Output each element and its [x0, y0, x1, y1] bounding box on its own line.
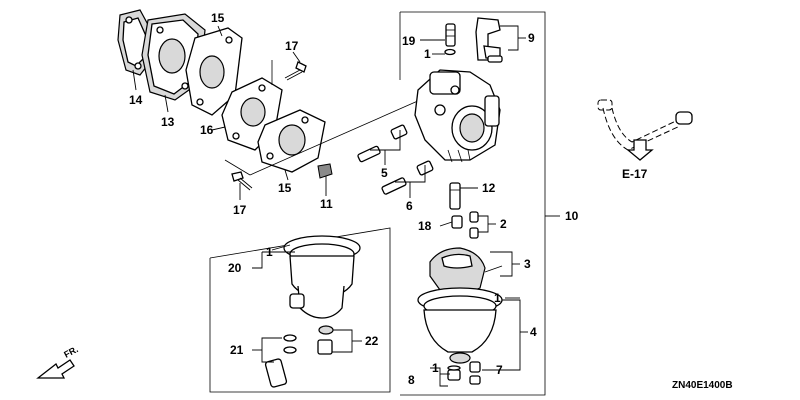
callout-3: 3 [524, 257, 531, 271]
screw-set-7 [469, 361, 481, 385]
jet-set-2 [469, 211, 479, 239]
alignment-lines [224, 60, 421, 176]
callout-1-bottom: 1 [432, 361, 439, 375]
callout-7: 7 [496, 363, 503, 377]
callout-21: 21 [230, 343, 244, 357]
bolt-set-22 [317, 325, 334, 355]
callout-1-float: 1 [494, 291, 501, 305]
carburetor-body [414, 69, 501, 163]
screw-set-6 [381, 160, 434, 195]
leader-lines [132, 25, 560, 387]
callout-15-lower: 15 [278, 181, 292, 195]
callout-13: 13 [161, 115, 175, 129]
gasket-15-lower [257, 109, 326, 173]
callout-12: 12 [482, 181, 496, 195]
callout-20: 20 [228, 261, 242, 275]
jet-18 [451, 215, 463, 229]
front-direction-arrow [36, 359, 75, 379]
callout-5: 5 [381, 166, 388, 180]
gasket-15-upper [185, 27, 243, 116]
front-label: FR. [62, 344, 79, 360]
drain-bolt-8 [447, 365, 461, 381]
callout-17-lower: 17 [233, 203, 247, 217]
float-chamber-4 [417, 287, 503, 364]
callout-labels: 14 13 15 16 15 17 17 11 19 1 9 5 6 12 18… [62, 11, 732, 391]
jet-12 [449, 182, 461, 210]
callout-15-upper: 15 [211, 11, 225, 25]
callout-1-left: 1 [266, 245, 273, 259]
reference-arrow [626, 139, 654, 161]
float-chamber-20 [283, 235, 361, 319]
callout-16: 16 [200, 123, 214, 137]
bolt-17-upper [284, 61, 307, 81]
drain-screw-21 [264, 334, 297, 388]
callout-1-top: 1 [424, 47, 431, 61]
callout-17-upper: 17 [285, 39, 299, 53]
callout-8: 8 [408, 373, 415, 387]
diagram-code: ZN40E1400B [672, 380, 733, 391]
callout-11: 11 [320, 197, 333, 211]
callout-9: 9 [528, 31, 535, 45]
callout-18: 18 [418, 219, 432, 233]
screw-11 [317, 163, 333, 190]
float-3 [429, 247, 503, 294]
callout-10: 10 [565, 209, 579, 223]
callout-14: 14 [129, 93, 143, 107]
bolt-17-lower [231, 171, 253, 191]
callout-19: 19 [402, 34, 416, 48]
callout-2: 2 [500, 217, 507, 231]
callout-6: 6 [406, 199, 413, 213]
callout-22: 22 [365, 334, 379, 348]
callout-4: 4 [530, 325, 537, 339]
choke-lever-9 [475, 17, 503, 63]
screw-19 [444, 23, 456, 56]
reference-label: E-17 [622, 167, 648, 181]
